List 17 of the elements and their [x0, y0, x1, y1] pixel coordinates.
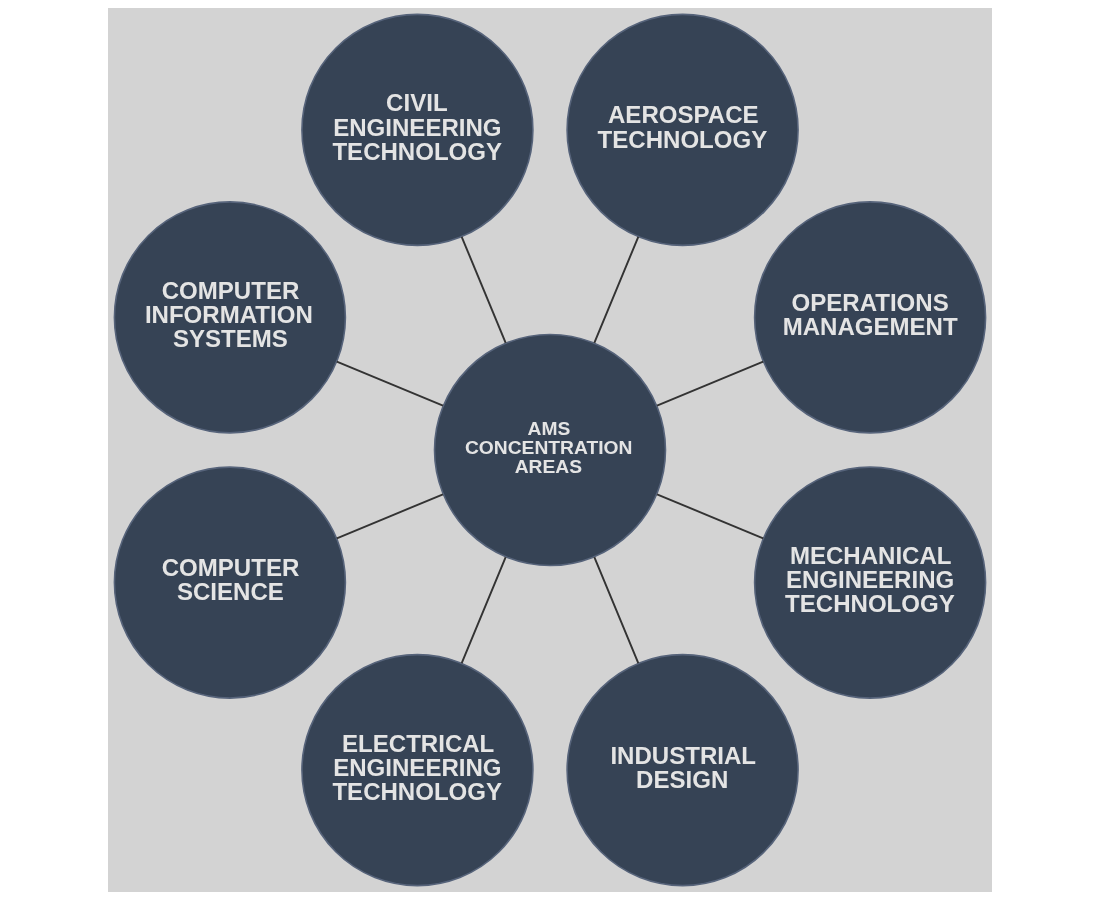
connector: [656, 360, 765, 407]
connector: [593, 556, 640, 665]
connector: [656, 493, 765, 540]
node-circle: AMS CONCENTRATION AREAS: [433, 333, 667, 567]
connector: [335, 493, 444, 540]
node-circle: MECHANICAL ENGINEERING TECHNOLOGY: [753, 466, 987, 699]
connector: [460, 235, 507, 344]
node-circle: COMPUTER SCIENCE: [113, 466, 347, 699]
node-circle: INDUSTRIAL DESIGN: [566, 653, 799, 887]
node-circle: OPERATIONS MANAGEMENT: [753, 201, 987, 434]
connector: [460, 556, 507, 665]
connector: [335, 360, 444, 407]
node-circle: ELECTRICAL ENGINEERING TECHNOLOGY: [301, 653, 534, 887]
node-circle: COMPUTER INFORMATION SYSTEMS: [113, 201, 347, 434]
connector: [593, 235, 640, 344]
node-circle: CIVIL ENGINEERING TECHNOLOGY: [301, 13, 534, 247]
node-circle: AEROSPACE TECHNOLOGY: [566, 13, 799, 247]
